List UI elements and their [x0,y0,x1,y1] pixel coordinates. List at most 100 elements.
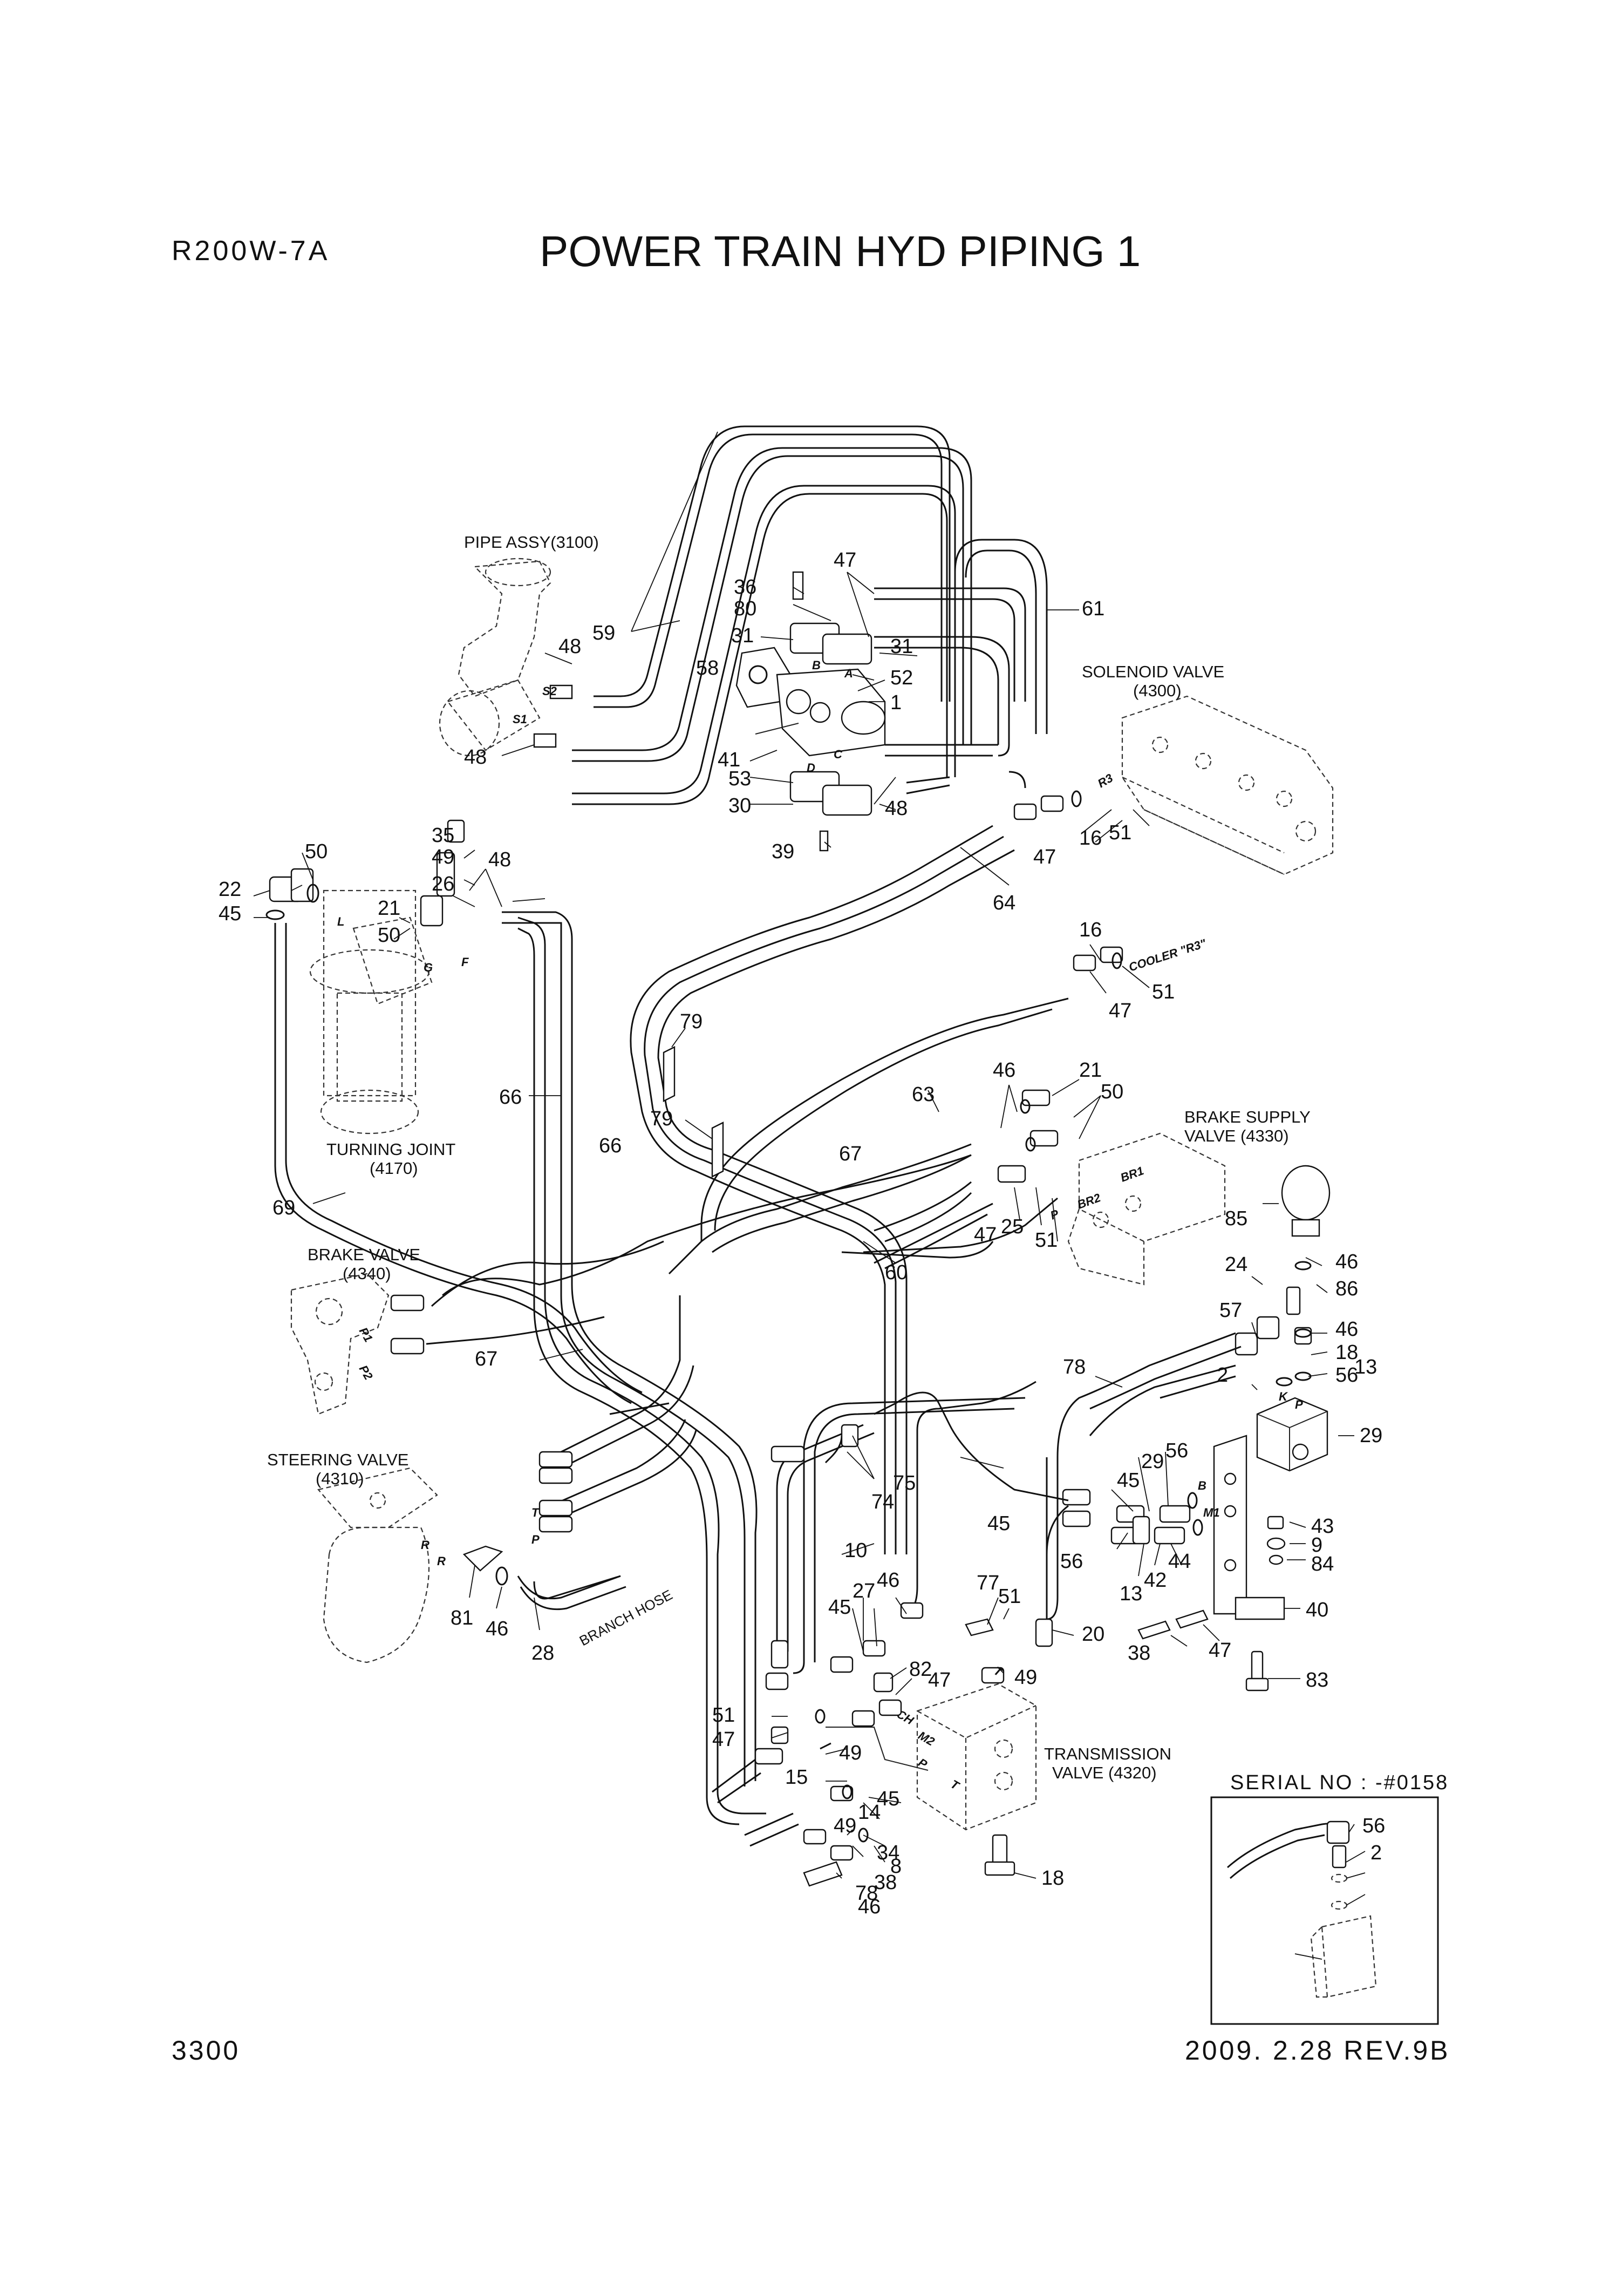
brake-valve-component: P1 P2 [290,1273,425,1415]
transmission-valve-label: TRANSMISSION [1044,1744,1171,1763]
serial-inset [1210,1796,1439,2025]
revision-date: 2009. 2.28 REV.9B [1185,2035,1450,2066]
part-number: 66 [599,1135,622,1157]
part-number: 41 [718,749,740,771]
model-label: R200W-7A [172,235,330,267]
part-number: 48 [558,635,581,658]
port-label: K [1279,1390,1288,1403]
part-number: 46 [877,1569,899,1592]
part-number: 13 [1120,1582,1142,1605]
part-number: 60 [885,1261,908,1284]
part-number: 45 [987,1512,1010,1535]
port-label: P [531,1533,540,1546]
part-number: 27 [853,1580,875,1602]
port-label: M2 [916,1729,938,1749]
turning-joint-number: (4170) [370,1159,418,1178]
part-number: 46 [1335,1318,1358,1341]
steering-valve-number: (4310) [316,1469,364,1488]
cooler-label: COOLER "R3" [1127,936,1208,974]
part-number: 66 [499,1086,522,1109]
port-label: BR2 [1075,1191,1103,1212]
solenoid-fittings: COOLER "R3" [1013,790,1208,974]
hose-clamps [663,1046,724,1178]
port-label: G [424,961,433,974]
part-number: 14 [858,1801,881,1824]
leader-lines [253,431,1366,1960]
part-number: 64 [993,892,1015,914]
part-number: 49 [834,1815,856,1837]
page-number: 3300 [172,2035,241,2066]
part-number: 46 [993,1059,1015,1082]
part-number: 67 [475,1348,497,1370]
port-label: S1 [513,712,527,726]
part-number: 48 [885,797,908,820]
part-number: 22 [219,878,241,901]
part-number: 51 [1035,1229,1058,1252]
solenoid-valve-number: (4300) [1133,681,1182,700]
part-number: 18 [1335,1341,1358,1364]
lower-hose-loops [533,1381,1069,1693]
part-number: 8 [890,1855,902,1878]
brake-valve-number: (4340) [343,1264,391,1283]
port-label: F [461,955,469,969]
part-number: 49 [432,846,454,868]
right-manifold-component: K P B M1 [1056,1261,1328,1692]
part-number: 45 [828,1596,851,1619]
part-number: 85 [1225,1207,1247,1230]
port-label: L [337,915,344,928]
part-number: 61 [1082,597,1104,620]
part-number: 58 [696,657,719,680]
part-number: 46 [858,1896,881,1918]
part-number: 45 [1117,1469,1140,1492]
part-number: 77 [977,1572,999,1594]
accumulator-component [1281,1165,1331,1237]
brake-valve-label: BRAKE VALVE [308,1245,420,1264]
part-number: 15 [785,1766,808,1789]
part-number: 47 [712,1728,735,1751]
part-number: 78 [855,1882,878,1905]
part-number: 86 [1335,1278,1358,1300]
upper-hose-loops [572,425,1048,805]
page-title: POWER TRAIN HYD PIPING 1 [540,227,1141,275]
part-number: 81 [451,1607,473,1629]
pipe-assy-label: PIPE ASSY(3100) [464,533,599,552]
port-label: BR1 [1119,1164,1145,1185]
main-hose-bundle [274,825,1069,1825]
port-label: B [812,658,821,672]
part-number: 56 [1060,1550,1083,1573]
port-label: R3 [1095,771,1115,791]
part-number: 44 [1168,1550,1191,1573]
part-number: 53 [728,767,751,790]
port-label: A [844,667,853,680]
steering-valve-label: STEERING VALVE [267,1450,408,1469]
turning-joint-label: TURNING JOINT [326,1140,455,1159]
part-number: 30 [728,794,751,817]
part-number: 52 [890,667,913,689]
filter-block-assembly: A B C D [735,571,886,852]
part-number: 75 [893,1472,916,1495]
port-label: P2 [357,1363,376,1382]
port-label: M1 [1203,1506,1220,1519]
part-number: 47 [928,1669,951,1692]
part-number: 51 [712,1704,735,1727]
port-label: T [531,1506,540,1519]
part-number: 46 [486,1618,508,1640]
part-number: 56 [1362,1815,1385,1837]
brake-supply-valve-component: BR1 BR2 P [997,1089,1226,1286]
port-label: S2 [542,684,557,698]
part-number: 78 [1063,1356,1086,1378]
part-number: 47 [834,549,856,572]
part-number: 50 [305,840,328,863]
part-number: 69 [272,1197,295,1219]
steering-valve-component: R R T P [317,1451,626,1663]
serial-number-label: SERIAL NO : -#0158 [1230,1771,1449,1794]
part-number: 49 [1014,1666,1037,1689]
part-number: 57 [1219,1299,1242,1322]
part-number: 25 [1001,1215,1024,1238]
port-label: C [834,748,843,761]
part-number: 21 [1079,1059,1102,1082]
part-number: 38 [874,1871,897,1894]
part-number: 9 [1311,1534,1322,1557]
part-number: 47 [1033,846,1056,868]
solenoid-valve-component: R3 [1095,695,1334,875]
